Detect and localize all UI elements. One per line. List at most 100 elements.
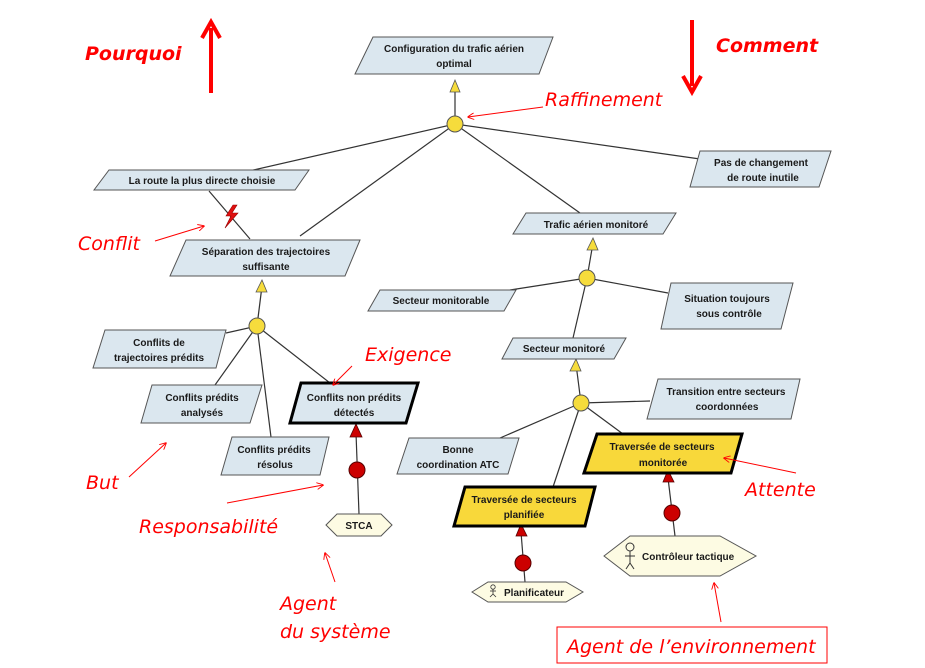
edge-ref4-bonne [499, 402, 582, 439]
goal-situation[interactable]: Situation toujours sous contrôle [660, 282, 794, 330]
edge-ref1-pas [454, 123, 701, 160]
refinement-arrowheads [255, 78, 599, 372]
responsibility-node-plan[interactable] [514, 554, 532, 572]
goal-label: monitorée [639, 458, 688, 469]
edge-ref1-trafic [454, 123, 581, 214]
edge-ref1-route [248, 123, 456, 172]
goal-label: Transition entre secteurs [667, 387, 786, 398]
goal-label: La route la plus directe choisie [129, 176, 276, 187]
goal-conflits-analyses[interactable]: Conflits prédits analysés [140, 384, 263, 424]
goal-label: Trafic aérien monitoré [544, 220, 649, 231]
goal-pas-de-changement[interactable]: Pas de changement de route inutile [689, 150, 832, 188]
goal-secteur-monitorable[interactable]: Secteur monitorable [367, 289, 517, 312]
arrowhead-ref2 [255, 279, 268, 293]
annotation-but: But [86, 472, 120, 494]
arrowhead-ref3 [586, 237, 599, 251]
goal-label: Traversée de secteurs [471, 495, 577, 506]
agent-label: Contrôleur tactique [642, 552, 735, 563]
edge-ref2-resolus [256, 325, 272, 438]
expectation-traversee-planifiee[interactable]: Traversée de secteurs planifiée [452, 485, 597, 528]
responsibility-node-ctrl[interactable] [663, 504, 681, 522]
annotation-agent-systeme-line2: du système [280, 621, 391, 643]
goal-label: Conflits non prédits [307, 393, 402, 404]
arrowhead-resp-stca [349, 423, 363, 438]
goal-label: détectés [334, 408, 375, 419]
edge-ref4-transition [580, 400, 651, 404]
annotation-responsabilite: Responsabilité [139, 516, 278, 538]
edge-ref4-travmon [580, 402, 624, 435]
agent-label: STCA [345, 521, 372, 532]
how-arrow [681, 20, 703, 97]
why-label: Pourquoi [85, 43, 182, 65]
responsibility-node-stca[interactable] [348, 461, 366, 479]
refinement-node-4[interactable] [572, 394, 590, 412]
goal-label: analysés [181, 408, 224, 419]
goal-label: résolus [257, 460, 293, 471]
goal-transition[interactable]: Transition entre secteurs coordonnées [646, 378, 801, 420]
goal-label: coordonnées [696, 402, 759, 413]
goal-bonne-coordination[interactable]: Bonne coordination ATC [396, 437, 520, 475]
edge-ref1-sep [299, 123, 456, 237]
requirement-conflits-non-predits[interactable]: Conflits non prédits détectés [288, 381, 421, 425]
goal-secteur-monitore[interactable]: Secteur monitoré [501, 337, 627, 360]
refinement-node-3[interactable] [578, 269, 596, 287]
annotation-arrow-conflit [154, 226, 204, 242]
goal-label: Secteur monitorable [393, 296, 490, 307]
annotation-arrows [128, 106, 797, 623]
goal-label: Pas de changement [714, 158, 809, 169]
arrowhead-resp-plan [515, 523, 528, 537]
goal-label: Conflits de [133, 338, 185, 349]
edge-ref3-situation [586, 277, 669, 294]
person-icon [489, 584, 497, 598]
annotation-exigence: Exigence [365, 344, 451, 366]
agent-planificateur[interactable]: Planificateur [471, 581, 584, 603]
goal-label: Conflits prédits [237, 445, 311, 456]
goal-label: de route inutile [727, 173, 799, 184]
goal-label: planifiée [504, 510, 545, 521]
annotation-arrow-exigence [333, 365, 353, 385]
goal-separation[interactable]: Séparation des trajectoires suffisante [169, 239, 361, 277]
goal-label: suffisante [242, 262, 290, 273]
goal-route[interactable]: La route la plus directe choisie [93, 169, 310, 191]
goal-label: Traversée de secteurs [609, 442, 715, 453]
annotation-arrow-responsabilite [226, 485, 323, 504]
annotation-arrow-agent-systeme [325, 553, 336, 583]
goal-label: optimal [436, 59, 472, 70]
goal-config[interactable]: Configuration du trafic aérien optimal [354, 36, 554, 75]
expectation-traversee-monitoree[interactable]: Traversée de secteurs monitorée [581, 432, 744, 475]
goal-label: Situation toujours [684, 294, 770, 305]
how-label: Comment [716, 35, 819, 57]
annotation-agent-environnement: Agent de l’environnement [565, 636, 817, 658]
goal-label: sous contrôle [696, 309, 762, 320]
goal-trafic-monitore[interactable]: Trafic aérien monitoré [512, 212, 677, 235]
annotation-agent-systeme-line1: Agent [278, 593, 338, 615]
refinement-node-1[interactable] [446, 115, 464, 133]
annotation-arrow-but [128, 443, 166, 478]
person-icon [625, 542, 635, 570]
edge-ref3-secmon [572, 277, 588, 339]
goal-label: Secteur monitoré [523, 344, 606, 355]
goal-label: coordination ATC [417, 460, 500, 471]
edge-ref2-analyses [214, 325, 258, 386]
goal-label: Conflits prédits [165, 393, 239, 404]
edges [208, 84, 701, 583]
arrowhead-ref1 [449, 78, 461, 93]
goals-layer: Configuration du trafic aérien optimal L… [92, 36, 832, 528]
annotation-conflit: Conflit [78, 233, 141, 255]
agent-controleur-tactique[interactable]: Contrôleur tactique [603, 535, 758, 577]
arrowhead-ref4 [569, 358, 582, 372]
edge-ref2-nonpredits [256, 325, 331, 384]
goal-conflits-de-trajectoires[interactable]: Conflits de trajectoires prédits [92, 329, 227, 369]
agent-stca[interactable]: STCA [325, 513, 393, 537]
edge-ref4-travplan [552, 402, 582, 488]
goal-label: Configuration du trafic aérien [384, 44, 524, 55]
refinement-node-2[interactable] [248, 317, 266, 335]
conflict-lightning-icon [224, 204, 239, 229]
annotation-arrow-agent-environnement [714, 583, 722, 623]
goal-label: trajectoires prédits [114, 353, 204, 364]
annotation-agent-environnement-box: Agent de l’environnement [556, 626, 828, 664]
agent-label: Planificateur [504, 588, 564, 599]
goal-conflits-resolus[interactable]: Conflits prédits résolus [220, 436, 330, 476]
annotation-arrow-raffinement [468, 106, 544, 117]
